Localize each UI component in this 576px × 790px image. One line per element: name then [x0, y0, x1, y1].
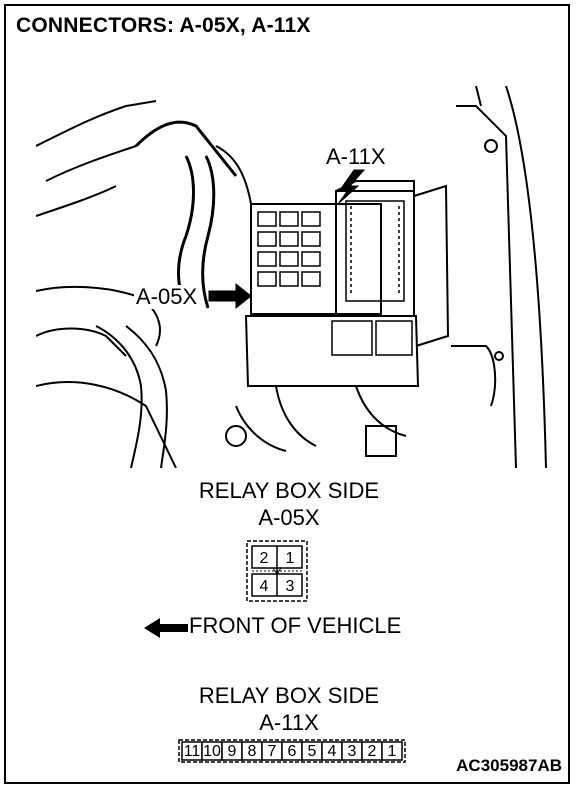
a05x-pin: 2: [260, 550, 269, 567]
a11x-pin: 10: [203, 743, 221, 760]
front-arrow-icon: [144, 618, 188, 638]
a11x-name: A-11X: [259, 710, 319, 735]
a11x-pin: 8: [248, 743, 257, 760]
a11x-pin: 5: [308, 743, 317, 760]
a11x-pin: 2: [368, 743, 377, 760]
a11x-pin: 11: [184, 743, 201, 760]
engine-bay-illustration: [36, 86, 547, 468]
a11x-pin: 1: [388, 743, 397, 760]
a05x-pin: 1: [286, 550, 295, 567]
a05x-pin: 4: [260, 578, 269, 595]
a05x-pin: 3: [286, 578, 295, 595]
a11x-pin: 7: [268, 743, 277, 760]
a05x-side-label: RELAY BOX SIDE: [198, 478, 380, 503]
page-title: CONNECTORS: A-05X, A-11X: [16, 14, 311, 37]
front-of-vehicle-label: FRONT OF VEHICLE: [189, 613, 402, 638]
a11x-pin: 4: [328, 743, 337, 760]
a11x-pin: 9: [228, 743, 237, 760]
a11x-pin: 6: [288, 743, 297, 760]
a05x-connector-face: 2 1 4 3: [246, 540, 308, 602]
a11x-pin-cell: [381, 741, 403, 761]
diagram-frame: CONNECTORS: A-05X, A-11X: [4, 4, 570, 784]
a11x-pin: 3: [348, 743, 357, 760]
a05x-name: A-05X: [258, 505, 320, 530]
figure-code: AC305987AB: [456, 756, 562, 775]
callout-a05x: A-05X: [134, 284, 200, 309]
a11x-side-label: RELAY BOX SIDE: [198, 683, 380, 708]
callout-a11x: A-11X: [324, 144, 388, 169]
